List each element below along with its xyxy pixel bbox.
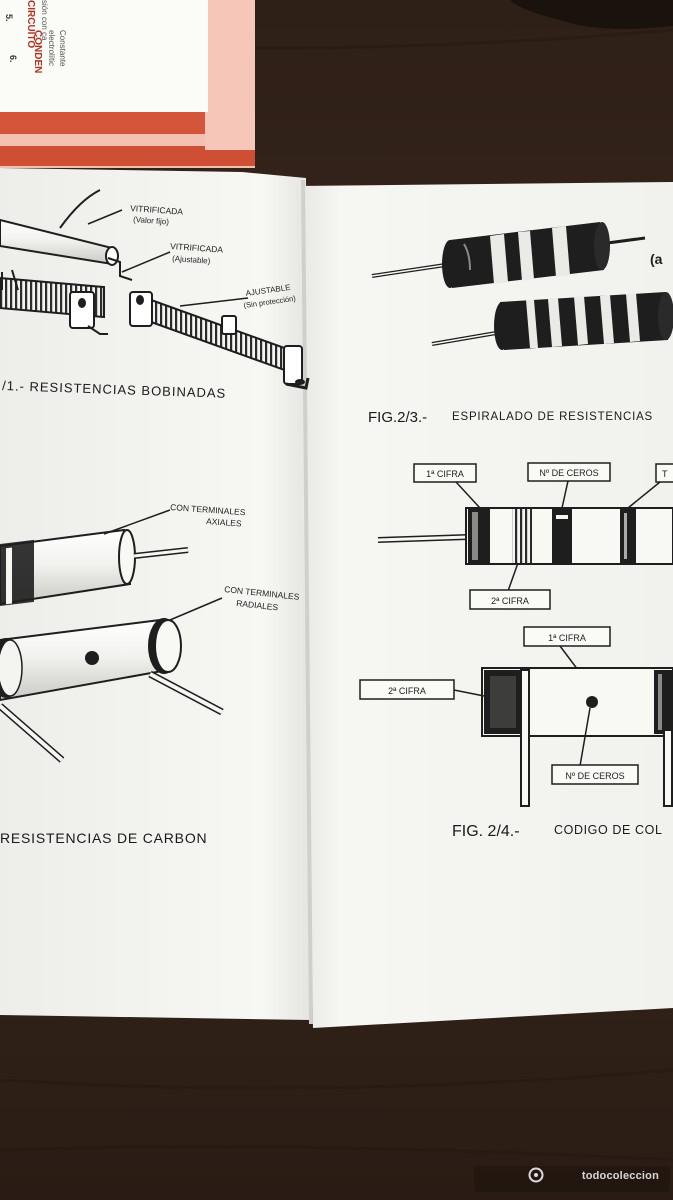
fig-2-3-spiral-resistors: (a [371,222,673,350]
fig-2-4-caption-text: CODIGO DE COL [554,823,663,837]
left-page [0,168,310,1020]
booklet-top-left: 5. CIRCUITO sión con ca 6. CONDEN electr… [0,0,255,168]
label-tol-top: T [662,469,668,479]
fig-2-1-wirewound-resistors: VITRIFICADA (Valor fijo) VITRIFICADA (Aj… [0,189,310,390]
label-box-tol-top [655,463,673,483]
label-terminales-radiales-2: RADIALES [236,598,279,612]
label-box-ceros-bottom [551,764,639,785]
label-box-cifra1-bottom [523,626,611,647]
label-vitrificada-fijo: VITRIFICADA [130,203,184,217]
booklet-item-subtitle-2: electrolític [47,30,56,66]
label-ceros-top: Nº DE CEROS [539,468,598,478]
booklet-item-number-5: 5. [4,14,14,22]
label-cifra1-top: 1ª CIFRA [426,469,464,479]
label-cifra1-bottom: 1ª CIFRA [548,633,586,643]
fig-2-3-caption-text: ESPIRALADO DE RESISTENCIAS [452,411,653,423]
label-box-cifra1-top [413,463,477,483]
label-terminales-axiales-2: AXIALES [206,516,242,528]
label-box-cifra2-bottom [359,679,455,700]
label-box-ceros-top [527,462,611,482]
label-cifra2-top: 2ª CIFRA [491,596,529,606]
label-vitrificada-ajustable: VITRIFICADA [170,241,224,255]
label-cifra2-bottom: 2ª CIFRA [388,686,426,696]
fig-2-2-caption: RESISTENCIAS DE CARBON [0,830,207,846]
booklet-item-subtitle-1: sión con ca [40,0,49,41]
booklet-item-number-6: 6. [8,55,18,63]
label-ceros-bottom: Nº DE CEROS [565,771,624,781]
fig-2-4-color-code: 1ª CIFRA Nº DE CEROS T 2ª CIFRA 1ª CIFRA… [359,462,673,807]
label-ajustable-paren: (Ajustable) [172,254,211,266]
booklet-item-title-circuito: CIRCUITO [25,0,36,48]
fig-2-3-side-label: (a [650,251,663,267]
label-valor-fijo: (Valor fijo) [133,215,170,227]
fig-2-3-caption-prefix: FIG.2/3.- [368,409,427,426]
booklet-item-title-conden: CONDEN [32,30,43,73]
booklet-item-subtitle-3: Constante [58,30,67,67]
watermark-logo-icon [528,1167,544,1183]
fig-2-4-caption-prefix: FIG. 2/4.- [452,823,520,840]
watermark-backdrop [474,1166,670,1192]
dark-object-top-right [510,0,673,29]
watermark-text: todocoleccion [581,1170,659,1182]
label-box-cifra2-top [469,589,551,610]
